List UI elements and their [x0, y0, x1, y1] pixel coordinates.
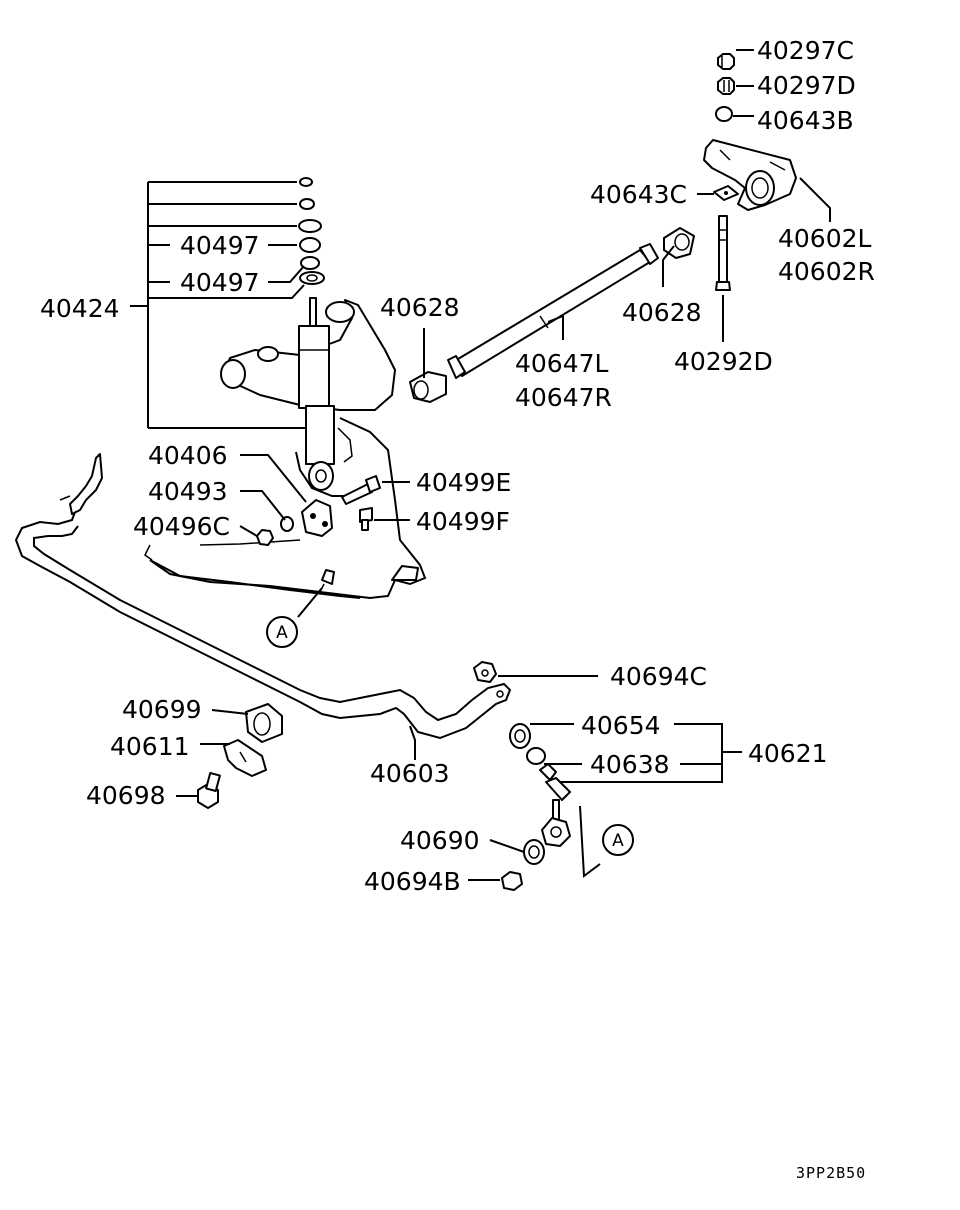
label-40698: 40698 — [86, 781, 166, 810]
reference-marker-a-lower: A — [602, 824, 634, 856]
bolt-40499f-drawing — [359, 507, 373, 531]
arm-40602-drawing — [703, 139, 797, 211]
bolt-40698-drawing — [197, 771, 221, 809]
shock-stack-drawing — [298, 177, 325, 285]
label-40297c: 40297C — [757, 36, 854, 65]
bolt-40499e-drawing — [341, 475, 381, 505]
nut-40297c-drawing — [717, 53, 735, 70]
bracket-40611-drawing — [223, 739, 267, 777]
label-40643c: 40643C — [590, 180, 687, 209]
washer-40638-drawing — [526, 747, 546, 765]
label-40628-right: 40628 — [622, 298, 702, 327]
label-40493: 40493 — [148, 477, 228, 506]
washer-40493-drawing — [280, 516, 294, 532]
label-40628-left: 40628 — [380, 293, 460, 322]
label-40499f: 40499F — [416, 507, 510, 536]
label-40602l: 40602L — [778, 224, 872, 253]
label-40654: 40654 — [581, 711, 661, 740]
bolt-40292d-drawing — [715, 215, 731, 291]
label-40603: 40603 — [370, 759, 450, 788]
label-40643b: 40643B — [757, 106, 854, 135]
label-40496c: 40496C — [133, 512, 230, 541]
label-40406: 40406 — [148, 441, 228, 470]
bracket-40406-drawing — [301, 499, 333, 537]
label-40297d: 40297D — [757, 71, 856, 100]
nut-40694c-drawing — [473, 661, 497, 683]
label-40611: 40611 — [110, 732, 190, 761]
nut-40694b-drawing — [501, 871, 523, 891]
label-40694c: 40694C — [610, 662, 707, 691]
nut-40496c-drawing — [256, 529, 274, 546]
label-40497-upper: 40497 — [180, 231, 260, 260]
label-40699: 40699 — [122, 695, 202, 724]
drawing-code: 3PP2B50 — [796, 1164, 866, 1182]
washer-40643b-drawing — [715, 106, 733, 122]
label-40621: 40621 — [748, 739, 828, 768]
reference-marker-a-upper: A — [266, 616, 298, 648]
washer-40643c-drawing — [713, 185, 739, 201]
label-40497-lower: 40497 — [180, 268, 260, 297]
bushing-40699-drawing — [245, 703, 283, 743]
label-40647l: 40647L — [515, 349, 609, 378]
lower-arm-drawing — [144, 417, 427, 600]
label-40694b: 40694B — [364, 867, 461, 896]
reference-marker-a-upper-text: A — [276, 623, 288, 643]
label-40292d: 40292D — [674, 347, 773, 376]
reference-marker-a-lower-text: A — [612, 831, 624, 851]
upper-arm-shock-drawing — [220, 297, 396, 491]
bushing-40654-drawing — [509, 723, 531, 749]
link-40621-drawing — [539, 763, 571, 847]
label-40647r: 40647R — [515, 383, 612, 412]
torsion-bar-40647-drawing — [447, 243, 659, 379]
bushing-40690-drawing — [523, 839, 545, 865]
nut-40297d-drawing — [717, 77, 735, 95]
label-40499e: 40499E — [416, 468, 511, 497]
label-40690: 40690 — [400, 826, 480, 855]
stabilizer-bar-40603-drawing — [14, 453, 512, 740]
label-40638: 40638 — [590, 750, 670, 779]
boot-40628-left-drawing — [409, 371, 447, 403]
label-40424: 40424 — [40, 294, 120, 323]
leader-lines — [130, 49, 831, 881]
label-40602r: 40602R — [778, 257, 875, 286]
